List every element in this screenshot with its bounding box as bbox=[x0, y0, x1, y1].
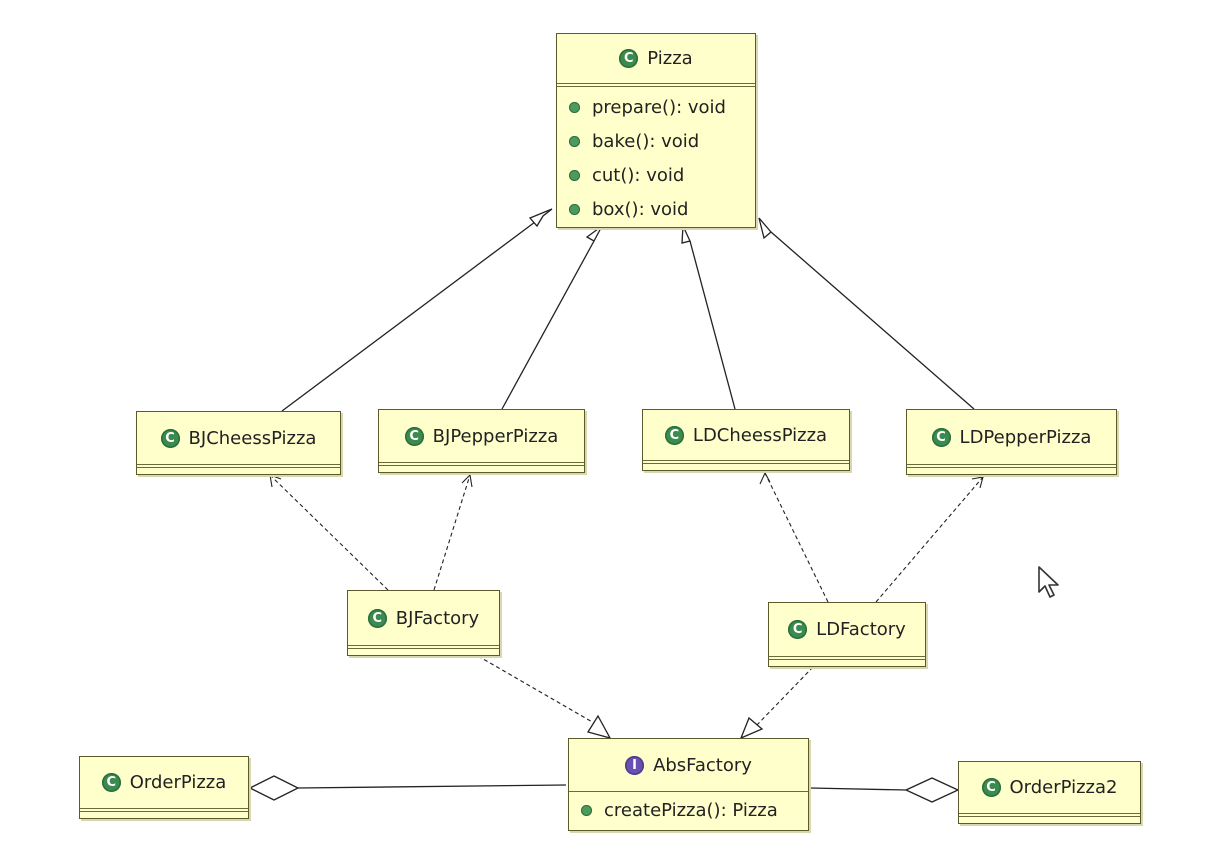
class-icon: C bbox=[160, 428, 180, 448]
class-icon: C bbox=[367, 608, 387, 628]
dependency-bjfactory-bjpepperpizza bbox=[433, 474, 471, 591]
class-bjfactory[interactable]: C BJFactory bbox=[347, 590, 500, 656]
class-ldpepperpizza[interactable]: C LDPepperPizza bbox=[906, 409, 1117, 475]
generalization-bjcheesspizza-pizza bbox=[281, 215, 544, 412]
mouse-pointer-icon bbox=[1038, 566, 1059, 598]
public-method-icon bbox=[569, 203, 580, 215]
public-method-icon bbox=[569, 135, 580, 147]
class-icon: C bbox=[101, 773, 121, 792]
class-name: BJFactory bbox=[395, 607, 480, 629]
method-box[interactable]: box(): void bbox=[557, 192, 755, 226]
methods-compartment: createPizza(): Pizza bbox=[569, 791, 808, 828]
method-createpizza[interactable]: createPizza(): Pizza bbox=[569, 792, 808, 828]
class-icon: C bbox=[404, 426, 424, 446]
class-pizza[interactable]: C Pizza prepare(): void bake(): void cut… bbox=[556, 33, 756, 228]
dependency-ldfactory-ldcheesspizza bbox=[764, 472, 829, 603]
public-method-icon bbox=[569, 101, 580, 113]
class-ldcheesspizza[interactable]: C LDCheessPizza bbox=[642, 409, 850, 471]
class-name: OrderPizza2 bbox=[1009, 777, 1118, 798]
class-icon: C bbox=[788, 620, 808, 639]
generalization-arrowhead bbox=[758, 217, 772, 240]
class-orderpizza2[interactable]: C OrderPizza2 bbox=[958, 761, 1141, 824]
dependency-arrowhead bbox=[269, 474, 282, 488]
attributes-compartment bbox=[557, 83, 755, 87]
aggregation-orderpizza-absfactory bbox=[297, 784, 567, 789]
dependency-ldfactory-ldpepperpizza bbox=[875, 476, 984, 603]
realization-ldfactory-absfactory bbox=[754, 666, 814, 728]
generalization-bjpepperpizza-pizza bbox=[501, 240, 595, 410]
generalization-ldcheesspizza-pizza bbox=[689, 240, 736, 410]
class-orderpizza[interactable]: C OrderPizza bbox=[79, 756, 249, 819]
class-name: Pizza bbox=[647, 48, 693, 69]
generalization-ldpepperpizza-pizza bbox=[770, 231, 975, 410]
method-prepare[interactable]: prepare(): void bbox=[557, 90, 755, 124]
aggregation-orderpizza2-absfactory bbox=[809, 787, 907, 791]
class-name: LDPepperPizza bbox=[959, 426, 1092, 448]
class-name: LDFactory bbox=[816, 619, 906, 640]
aggregation-diamond bbox=[904, 777, 960, 803]
class-bjcheesspizza[interactable]: C BJCheessPizza bbox=[136, 411, 341, 475]
interface-name: AbsFactory bbox=[653, 754, 752, 776]
public-method-icon bbox=[581, 804, 592, 816]
class-name: LDCheessPizza bbox=[692, 424, 828, 446]
class-bjpepperpizza[interactable]: C BJPepperPizza bbox=[378, 409, 585, 473]
aggregation-diamond bbox=[248, 775, 300, 801]
generalization-arrowhead bbox=[528, 208, 553, 228]
interface-absfactory[interactable]: I AbsFactory createPizza(): Pizza bbox=[568, 738, 809, 831]
class-icon: C bbox=[664, 425, 684, 445]
methods-compartment: prepare(): void bake(): void cut(): void… bbox=[557, 87, 755, 226]
dependency-arrowhead bbox=[759, 471, 771, 485]
dependency-arrowhead bbox=[971, 476, 984, 489]
interface-icon: I bbox=[625, 755, 645, 775]
generalization-arrowhead bbox=[585, 225, 603, 242]
public-method-icon bbox=[569, 169, 580, 181]
class-name: OrderPizza bbox=[129, 772, 227, 793]
class-icon: C bbox=[981, 778, 1001, 797]
generalization-arrowhead bbox=[681, 225, 691, 244]
class-name: BJPepperPizza bbox=[432, 425, 559, 447]
realization-bjfactory-absfactory bbox=[477, 655, 595, 724]
dependency-bjfactory-bjcheesspizza bbox=[269, 474, 389, 591]
class-ldfactory[interactable]: C LDFactory bbox=[768, 602, 926, 667]
method-cut[interactable]: cut(): void bbox=[557, 158, 755, 192]
dependency-arrowhead bbox=[461, 473, 473, 488]
class-icon: C bbox=[931, 427, 951, 447]
realization-arrowhead bbox=[586, 714, 612, 740]
class-name: BJCheessPizza bbox=[188, 427, 317, 449]
realization-arrowhead bbox=[739, 716, 764, 740]
class-icon: C bbox=[619, 49, 639, 68]
method-bake[interactable]: bake(): void bbox=[557, 124, 755, 158]
